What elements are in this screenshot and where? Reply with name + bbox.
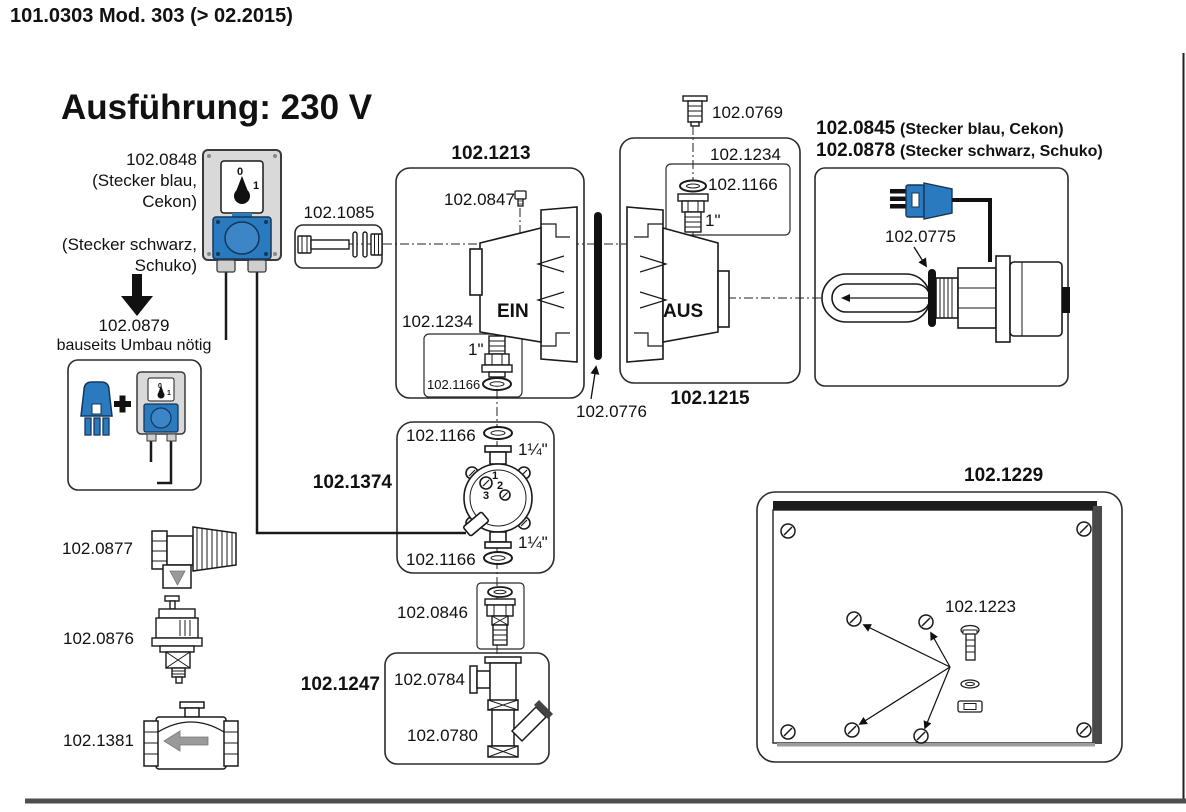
vent-valve-label: 102.0876 [63,629,134,648]
cable-lines [149,272,466,535]
inlet-marking: EIN [497,301,529,322]
conversion-number: 102.0879 [98,316,170,335]
vent-screw-drawing [514,190,527,207]
pump-size-top-label: 1¼" [518,440,548,459]
conversion-note: bauseits Umbau nötig [56,337,212,354]
control-unit-drawing [202,149,282,273]
inlet-assembly-label: 102.1213 [451,143,531,164]
outlet-marking: AUS [663,301,704,322]
screw-pointer-arrows [858,624,951,730]
inlet-fitting-group-label: 102.1234 [402,312,473,331]
tee-fitting-label: 102.0784 [394,670,465,689]
pump-speed-2: 2 [497,480,504,492]
vent-valve-drawing [151,595,203,684]
pump-speed-1: 1 [492,470,499,482]
check-valve-label: 102.1381 [63,731,134,750]
outlet-plug-drawing [682,95,708,127]
check-valve-drawing [143,701,239,770]
switch-off-label: 0 [237,166,244,178]
flow-arrow-icon [163,730,209,752]
panel-screw-set-label: 102.1223 [945,597,1016,616]
down-arrow [121,274,153,316]
outlet-oring-label: 102.1166 [708,175,778,194]
drain-assembly-label: 102.1247 [300,674,380,695]
page-title: Ausführung: 230 V [61,88,373,127]
heater-black-label: 102.0878 (Stecker schwarz, Schuko) [816,140,1103,161]
drain-pipe-label: 102.0780 [407,726,478,745]
pump-drawing [462,426,533,565]
heater-gasket-icon [928,269,936,327]
outlet-assembly-label: 102.1215 [670,388,750,409]
document-header: 101.0303 Mod. 303 (> 02.2015) [10,5,293,27]
pump-size-bottom-label: 1¼" [518,533,548,552]
vent-screw-label: 102.0847 [444,190,515,209]
bolt-set-label: 102.1085 [303,203,375,222]
flange-gasket-label: 102.0776 [576,402,647,421]
pump-speed-3: 3 [483,490,490,502]
safety-valve-label: 102.0877 [62,539,133,558]
panel-assembly-label: 102.1229 [964,465,1044,486]
control-unit-number: 102.0848 [126,150,197,169]
control-unit-variant-black: (Stecker schwarz, Schuko) [61,235,197,275]
drain-pipe-drawing [487,699,553,758]
safety-valve-drawing [151,526,237,589]
control-unit-label: 102.0848 (Stecker blau, Cekon) [55,149,197,212]
mini-switch-on-label: 1 [167,390,171,397]
union-fitting-drawing [484,586,516,646]
inlet-fitting-drawing [481,335,513,391]
inlet-flange-drawing [469,206,578,363]
heater-blue-label: 102.0845 (Stecker blau, Cekon) [816,118,1064,139]
union-fitting-label: 102.0846 [397,603,468,622]
outlet-plug-label: 102.0769 [712,103,783,122]
tee-fitting-drawing [469,656,522,702]
panel-screws [780,521,1092,744]
conversion-label: 102.0879 bauseits Umbau nötig [42,316,226,356]
bolt-set-drawing [297,231,383,258]
heater-drawing [821,182,1070,343]
mini-switch-off-label: 0 [158,383,162,390]
pump-oring-top-label: 102.1166 [406,426,476,445]
gasket-drawing [590,212,602,400]
switch-on-label: 1 [253,180,260,192]
outlet-fitting-group-label: 102.1234 [710,145,781,164]
conversion-kit-drawing [80,371,186,442]
inlet-oring-label: 102.1166 [427,377,481,392]
panel-drawing [772,501,1102,747]
control-unit-variant-blue: (Stecker blau, [92,171,197,190]
screw-set-drawing [957,624,983,713]
heater-gasket-label: 102.0775 [885,227,956,246]
outlet-fitting-size: 1" [705,211,721,230]
page-border [25,53,1186,804]
outlet-flange-drawing [626,206,730,363]
pump-assembly-label: 102.1374 [312,472,392,493]
pump-oring-bottom-label: 102.1166 [406,550,476,569]
outlet-fitting-drawing [677,179,709,233]
inlet-fitting-size: 1" [468,340,484,359]
